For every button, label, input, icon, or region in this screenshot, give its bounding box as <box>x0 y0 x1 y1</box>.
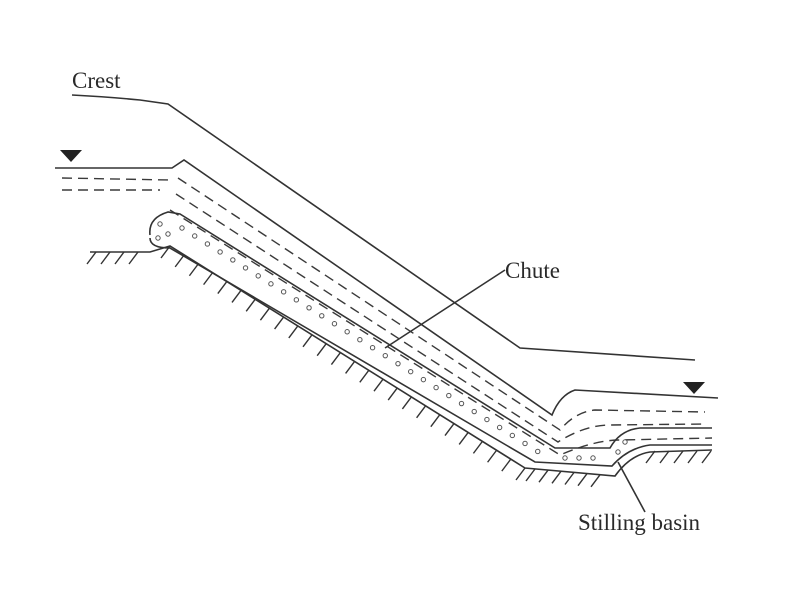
ground-hatch-mark <box>701 450 712 464</box>
aggregate-dot <box>484 416 490 423</box>
downstream-water-level-icon <box>683 382 705 394</box>
chute-bed-lower <box>149 237 712 467</box>
ground-hatch-mark <box>590 474 601 488</box>
ground-hatch-mark <box>359 369 370 383</box>
ground-hatch-mark <box>288 325 299 339</box>
ground-hatch-mark <box>86 251 97 265</box>
ground-hatch-mark <box>564 472 575 485</box>
aggregate-dot <box>562 455 568 461</box>
aggregate-dot <box>622 439 628 445</box>
aggregate-dot <box>331 321 338 327</box>
ground-hatch-mark <box>487 449 498 463</box>
aggregate-dot <box>204 241 211 247</box>
ground-hatch-mark <box>416 405 427 419</box>
ground-hatch-mark <box>274 316 285 330</box>
stilling-basin-label: Stilling basin <box>578 510 701 535</box>
aggregate-dot <box>268 281 274 287</box>
upstream-water-level-icon <box>60 150 82 162</box>
crest-label: Crest <box>72 68 121 93</box>
aggregate-dot <box>509 432 516 439</box>
ground-hatching <box>86 245 713 488</box>
ground-hatch-mark <box>114 251 125 265</box>
aggregate-dot <box>407 368 414 375</box>
ground-hatch-mark <box>160 245 171 259</box>
aggregate-dot <box>496 424 503 431</box>
aggregate-dot <box>230 257 236 263</box>
ground-hatch-mark <box>515 467 526 481</box>
ground-line <box>90 245 713 477</box>
ground-hatch-mark <box>373 378 384 392</box>
aggregate-dot <box>446 392 452 399</box>
ground-hatch-mark <box>458 432 469 445</box>
aggregate-dot <box>590 455 596 461</box>
aggregate-dot <box>192 233 198 239</box>
reservoir-flow-line-1 <box>61 177 171 181</box>
crest-line <box>71 94 696 361</box>
ground-hatch-mark <box>203 272 214 286</box>
ground-hatch-mark <box>687 450 698 464</box>
aggregate-dot <box>179 225 185 231</box>
ground-hatch-mark <box>217 281 228 294</box>
ground-hatch-mark <box>659 450 670 464</box>
ground-hatch-mark <box>501 458 512 472</box>
aggregate-dot <box>458 400 465 407</box>
ground-hatch-mark <box>577 473 588 487</box>
chute-leader-line <box>384 269 506 349</box>
ground-hatch-mark <box>245 298 256 312</box>
upstream-water-line <box>55 159 719 417</box>
aggregate-dot <box>576 455 582 461</box>
aggregate-dot <box>217 249 223 255</box>
ground-hatch-mark <box>302 334 313 348</box>
ground-hatch-mark <box>401 396 412 410</box>
ground-hatch-mark <box>100 251 111 265</box>
aggregate-dot <box>280 289 287 295</box>
ground-hatch-mark <box>345 361 356 374</box>
chute-flow-line-2 <box>175 193 706 443</box>
ground-hatch-mark <box>551 470 562 484</box>
aggregate-dot <box>255 273 261 279</box>
aggregate-dot <box>306 305 312 311</box>
aggregate-dot <box>369 345 376 351</box>
chute-flow-line-1 <box>177 177 706 431</box>
aggregate-dot <box>471 408 477 415</box>
ground-hatch-mark <box>525 468 536 482</box>
aggregate-dot <box>535 448 541 455</box>
ground-hatch-mark <box>188 263 199 277</box>
aggregate-dot <box>293 297 300 303</box>
aggregate-dot <box>433 384 439 391</box>
aggregate-dot <box>242 265 249 271</box>
ground-hatch-mark <box>259 307 270 321</box>
aggregate-dot <box>615 449 621 455</box>
aggregate-dot <box>157 221 163 227</box>
aggregate-dot <box>165 231 171 237</box>
ground-hatch-mark <box>330 352 341 365</box>
aggregate-dot <box>522 440 528 447</box>
ground-hatch-mark <box>387 387 398 401</box>
aggregate-dot <box>382 352 388 359</box>
ground-hatch-mark <box>174 254 185 268</box>
ground-hatch-mark <box>645 450 656 464</box>
ground-hatch-mark <box>128 251 139 265</box>
aggregate-dot <box>395 360 401 367</box>
stilling-basin-leader-line <box>617 461 646 513</box>
aggregate-dot <box>357 337 363 343</box>
lining-aggregate-dots <box>155 221 628 461</box>
ground-hatch-mark <box>316 343 327 357</box>
aggregate-dot <box>420 376 427 383</box>
ground-hatch-mark <box>231 289 242 303</box>
chute-flow-line-3 <box>169 209 713 456</box>
ground-hatch-mark <box>430 414 441 428</box>
ground-hatch-mark <box>472 440 483 454</box>
aggregate-dot <box>344 329 350 335</box>
aggregate-dot <box>319 313 325 319</box>
chute-bed-upper <box>149 211 712 449</box>
ground-hatch-mark <box>444 423 455 437</box>
chute-label: Chute <box>505 258 560 283</box>
ground-hatch-mark <box>538 469 549 483</box>
aggregate-dot <box>155 235 161 241</box>
ground-hatch-mark <box>673 450 684 464</box>
